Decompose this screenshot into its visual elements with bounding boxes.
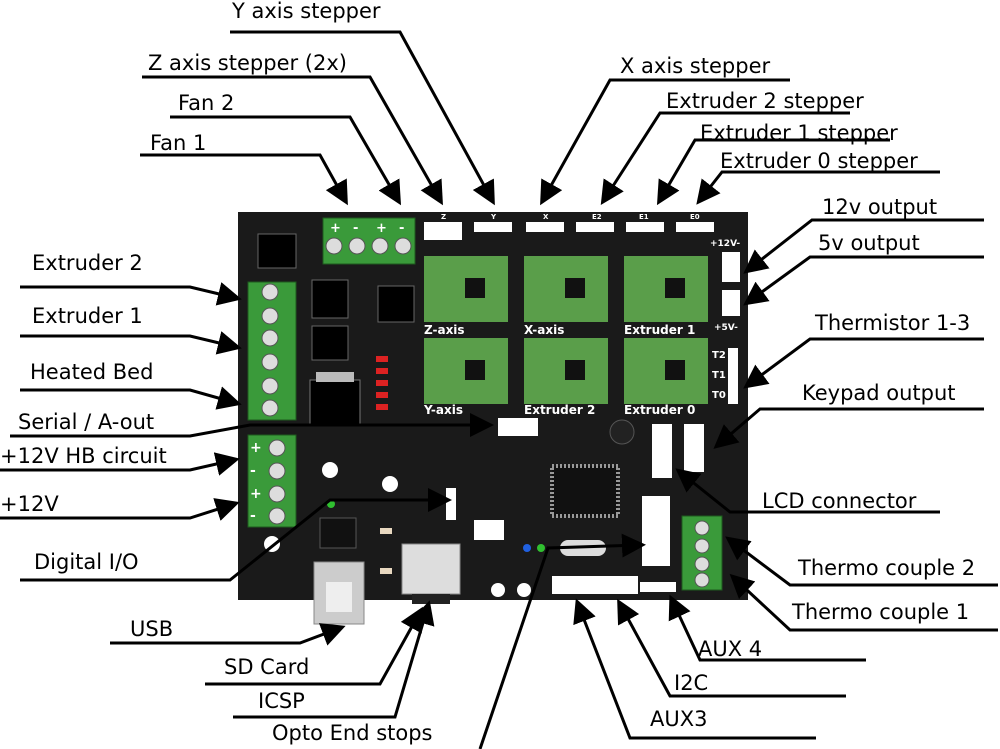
- thermocouple-terminals: [681, 515, 723, 591]
- power-input-terminals: + - + -: [247, 434, 297, 528]
- svg-text:+5V-: +5V-: [714, 323, 738, 333]
- sd-card-slot: [401, 543, 461, 595]
- label-thermo-couple-2: Thermo couple 2: [797, 556, 975, 580]
- label-fan2: Fan 2: [178, 91, 234, 115]
- svg-text:E0: E0: [690, 213, 700, 221]
- label-fan1: Fan 1: [150, 131, 206, 155]
- label-keypad-output: Keypad output: [802, 381, 956, 405]
- svg-text:T2: T2: [712, 350, 726, 361]
- labels: Y axis stepper Z axis stepper (2x) Fan 2…: [0, 0, 975, 745]
- mosfets: [257, 233, 415, 427]
- svg-text:Z-axis: Z-axis: [424, 323, 465, 337]
- svg-text:-: -: [353, 221, 358, 236]
- svg-text:X: X: [543, 213, 549, 221]
- svg-text:Z: Z: [441, 213, 446, 221]
- label-extruder1: Extruder 1: [32, 304, 143, 328]
- fan-terminals: + - + -: [322, 217, 416, 265]
- power-rails: +12V- +5V- T2 T1 T0: [710, 239, 740, 404]
- leader-lines: [0, 30, 998, 749]
- svg-text:-: -: [250, 508, 256, 524]
- label-opto-end-stops: Opto End stops: [272, 721, 433, 745]
- svg-text:T1: T1: [712, 370, 726, 381]
- label-extruder0-stepper: Extruder 0 stepper: [720, 149, 918, 173]
- label-5v-output: 5v output: [818, 231, 920, 255]
- svg-text:+12V-: +12V-: [710, 239, 740, 249]
- svg-text:Extruder 0: Extruder 0: [624, 403, 695, 417]
- label-plus12v: +12V: [0, 492, 59, 516]
- svg-text:Y-axis: Y-axis: [423, 403, 463, 417]
- label-thermistor: Thermistor 1-3: [814, 311, 970, 335]
- label-z-axis-stepper: Z axis stepper (2x): [148, 51, 347, 75]
- label-sd-card: SD Card: [224, 655, 309, 679]
- svg-text:E1: E1: [639, 213, 649, 221]
- label-hb-circuit: +12V HB circuit: [0, 444, 167, 468]
- microcontroller: [550, 464, 620, 518]
- label-extruder2-stepper: Extruder 2 stepper: [666, 89, 864, 113]
- svg-text:Extruder 1: Extruder 1: [624, 323, 695, 337]
- svg-text:+: +: [250, 486, 262, 502]
- heater-terminals: [247, 281, 297, 421]
- svg-text:Extruder 2: Extruder 2: [524, 403, 595, 417]
- svg-text:-: -: [399, 221, 404, 236]
- svg-text:X-axis: X-axis: [524, 323, 564, 337]
- label-lcd-connector: LCD connector: [762, 489, 917, 513]
- label-digital-io: Digital I/O: [34, 550, 139, 574]
- label-heated-bed: Heated Bed: [30, 360, 153, 384]
- svg-text:E2: E2: [592, 213, 602, 221]
- svg-text:T0: T0: [712, 390, 726, 401]
- label-x-axis-stepper: X axis stepper: [620, 54, 770, 78]
- stepper-headers: Z Y X E2 E1 E0: [424, 213, 714, 240]
- svg-text:+: +: [330, 221, 341, 236]
- label-aux3: AUX3: [650, 707, 707, 731]
- stepper-drivers: Z-axis X-axis Extruder 1 Y-axis Extruder…: [423, 256, 708, 417]
- label-i2c: I2C: [674, 671, 708, 695]
- label-icsp: ICSP: [258, 689, 305, 713]
- label-usb: USB: [130, 617, 173, 641]
- svg-text:Y: Y: [490, 213, 497, 221]
- label-y-axis-stepper: Y axis stepper: [231, 0, 381, 23]
- label-12v-output: 12v output: [822, 195, 937, 219]
- label-serial: Serial / A-out: [18, 410, 154, 434]
- svg-text:+: +: [376, 221, 387, 236]
- svg-text:-: -: [250, 463, 256, 479]
- fuse-leds: [376, 356, 388, 410]
- label-aux4: AUX 4: [698, 637, 762, 661]
- misc-headers: [446, 418, 704, 594]
- label-extruder1-stepper: Extruder 1 stepper: [700, 121, 898, 145]
- svg-text:+: +: [250, 440, 262, 456]
- label-extruder2: Extruder 2: [32, 251, 143, 275]
- label-thermo-couple-1: Thermo couple 1: [791, 600, 969, 624]
